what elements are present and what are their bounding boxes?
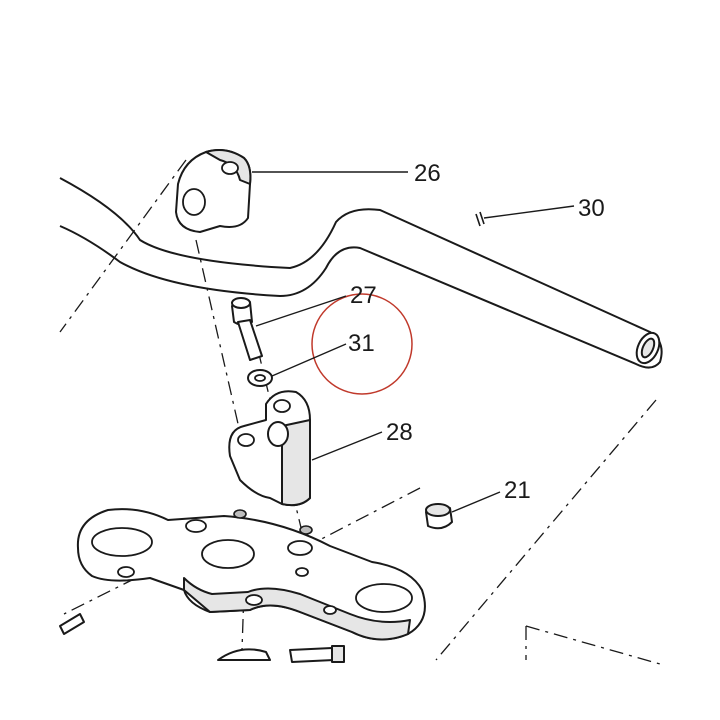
leader-28	[311, 431, 383, 461]
riser-clamp-lower	[228, 390, 311, 507]
handlebar	[59, 177, 663, 369]
clamp-bolt	[231, 297, 263, 361]
pin	[475, 211, 485, 227]
upper-triple-clamp	[76, 508, 426, 641]
steering-nut	[217, 648, 271, 661]
callout-26: 26	[414, 160, 441, 187]
leader-30	[483, 205, 575, 219]
frame-line-1	[435, 399, 657, 661]
callout-21: 21	[504, 477, 531, 504]
center-line-1	[59, 159, 187, 333]
bottom-bolt	[289, 645, 345, 663]
frame-line-2	[525, 625, 661, 665]
center-line-4	[63, 577, 137, 615]
callout-28: 28	[386, 419, 413, 446]
riser-clamp-cap	[175, 149, 252, 233]
side-bolt	[59, 613, 85, 635]
leader-21	[451, 491, 501, 513]
callout-27: 27	[350, 282, 377, 309]
washer	[247, 369, 273, 387]
callout-30: 30	[578, 195, 605, 222]
highlight-circle	[311, 293, 413, 395]
leader-31	[271, 343, 347, 377]
center-line-2	[195, 239, 245, 451]
callout-31: 31	[348, 330, 375, 357]
center-line-5	[303, 487, 421, 549]
plug-cap	[425, 503, 453, 530]
leader-27	[255, 295, 347, 327]
